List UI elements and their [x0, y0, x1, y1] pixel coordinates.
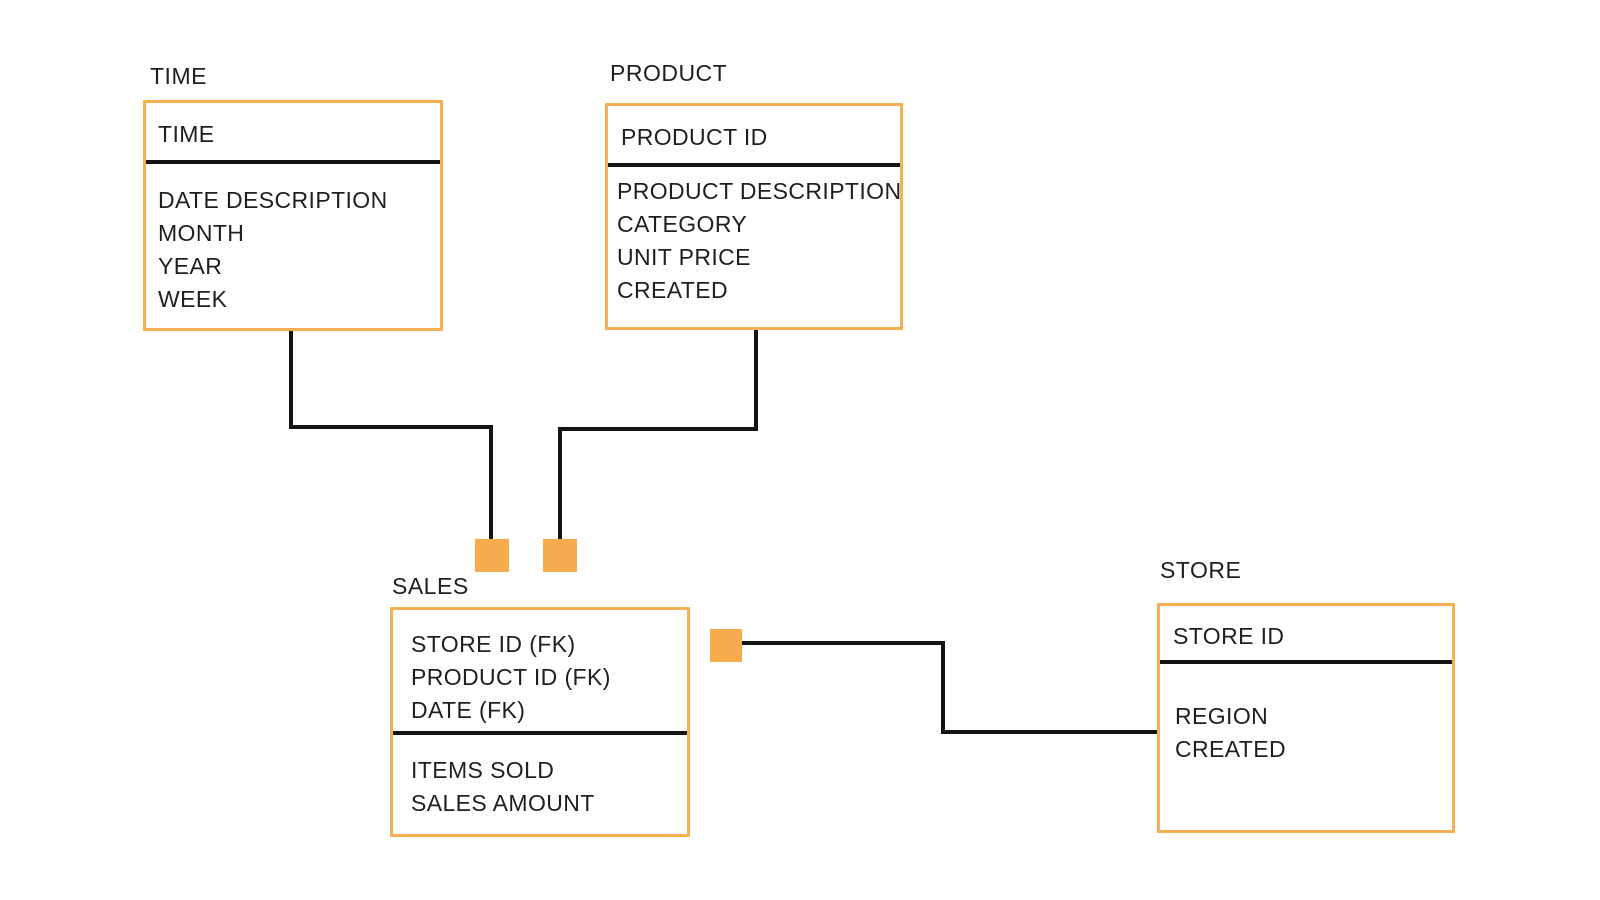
- field-row: SALES AMOUNT: [411, 790, 595, 816]
- entity-time-fields: DATE DESCRIPTION MONTH YEAR WEEK: [146, 164, 440, 316]
- field-row: CATEGORY: [617, 211, 748, 237]
- field-row: ITEMS SOLD: [411, 757, 555, 783]
- key-field: PRODUCT ID (FK): [411, 664, 611, 690]
- field-row: CREATED: [617, 277, 728, 303]
- entity-sales-title: SALES: [392, 573, 469, 599]
- entity-sales-header: STORE ID (FK) PRODUCT ID (FK) DATE (FK): [393, 610, 687, 735]
- entity-store-header: STORE ID: [1160, 606, 1452, 664]
- entity-time-title: TIME: [150, 63, 207, 89]
- connector-product-sales-segment: [558, 427, 562, 539]
- entity-product: PRODUCT ID PRODUCT DESCRIPTION CATEGORY …: [605, 103, 903, 330]
- connector-anchor-square: [710, 629, 742, 662]
- field-row: REGION: [1175, 703, 1269, 729]
- key-field: STORE ID: [1173, 623, 1285, 649]
- entity-store: STORE ID REGION CREATED: [1157, 603, 1455, 833]
- connector-anchor-square: [543, 539, 577, 572]
- connector-time-sales-segment: [289, 425, 493, 429]
- entity-product-header: PRODUCT ID: [608, 106, 900, 167]
- entity-store-title: STORE: [1160, 557, 1242, 583]
- field-row: DATE DESCRIPTION: [158, 187, 388, 213]
- field-row: UNIT PRICE: [617, 244, 751, 270]
- connector-product-sales-segment: [754, 330, 758, 429]
- field-row: WEEK: [158, 286, 228, 312]
- entity-time: TIME DATE DESCRIPTION MONTH YEAR WEEK: [143, 100, 443, 331]
- connector-time-sales-segment: [289, 331, 293, 427]
- field-row: PRODUCT DESCRIPTION: [617, 178, 902, 204]
- entity-store-fields: REGION CREATED: [1160, 664, 1452, 766]
- key-field: PRODUCT ID: [621, 124, 768, 150]
- entity-sales: STORE ID (FK) PRODUCT ID (FK) DATE (FK) …: [390, 607, 690, 837]
- entity-product-title: PRODUCT: [610, 60, 728, 86]
- key-field: STORE ID (FK): [411, 631, 576, 657]
- field-row: YEAR: [158, 253, 223, 279]
- entity-sales-fields: ITEMS SOLD SALES AMOUNT: [393, 735, 687, 820]
- entity-time-header: TIME: [146, 103, 440, 164]
- connector-product-sales-segment: [558, 427, 758, 431]
- connector-store-sales-segment: [941, 641, 945, 734]
- field-row: CREATED: [1175, 736, 1286, 762]
- connector-store-sales-segment: [742, 641, 945, 645]
- key-field: TIME: [158, 121, 215, 147]
- connector-store-sales-segment: [941, 730, 1157, 734]
- connector-anchor-square: [475, 539, 509, 572]
- connector-time-sales-segment: [489, 425, 493, 539]
- entity-product-fields: PRODUCT DESCRIPTION CATEGORY UNIT PRICE …: [608, 167, 902, 307]
- field-row: MONTH: [158, 220, 245, 246]
- key-field: DATE (FK): [411, 697, 526, 723]
